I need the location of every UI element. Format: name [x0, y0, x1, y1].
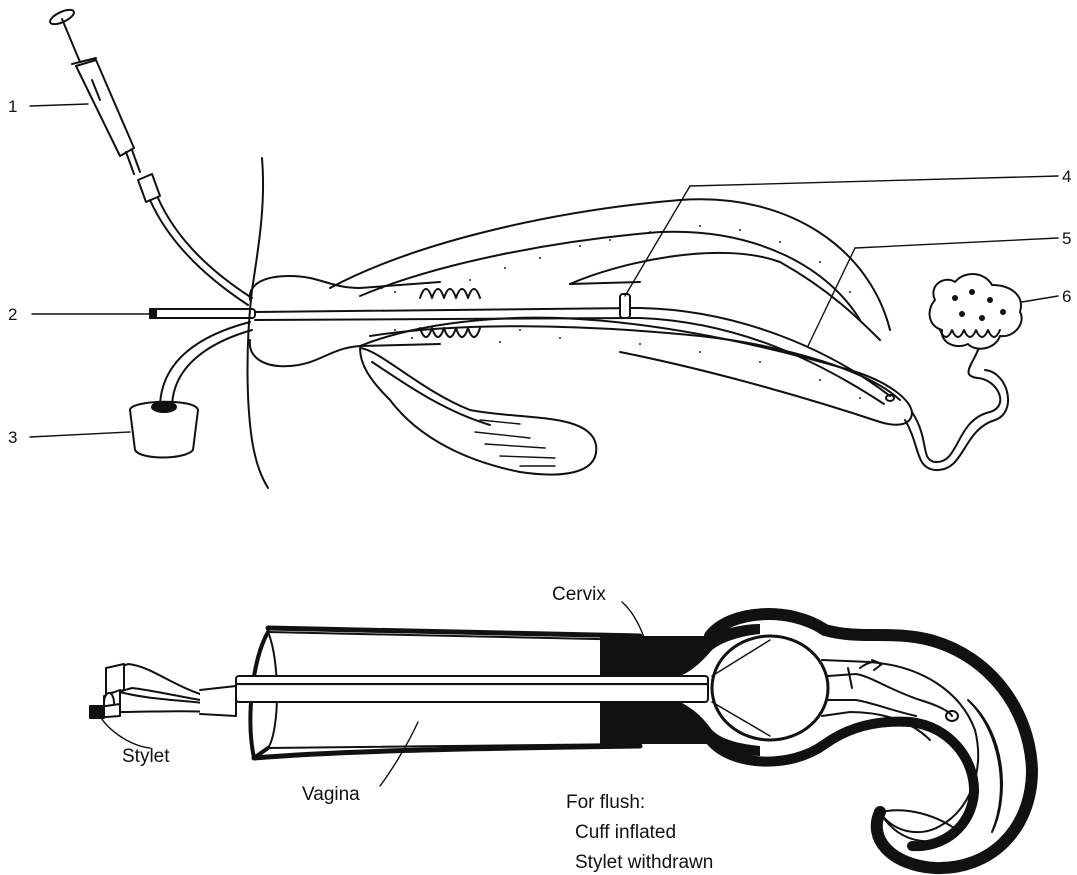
ovary: [905, 274, 1022, 470]
syringe: [48, 7, 252, 305]
label-5: 5: [1062, 229, 1071, 248]
body-wall-line: [248, 158, 269, 488]
bottom-figure: [90, 602, 1032, 868]
bladder: [360, 348, 596, 475]
label-6: 6: [1062, 287, 1071, 306]
label-1: 1: [8, 97, 17, 116]
stylet-label: Stylet: [122, 746, 170, 767]
flush-note-heading: For flush:: [566, 792, 645, 813]
catheter-connector: [90, 664, 248, 718]
cervix-outline: [250, 276, 480, 366]
inflated-cuff: [712, 636, 828, 740]
leader-lines: [30, 104, 1058, 437]
tissue-stipple: [369, 225, 861, 399]
top-figure-labels: 1 2 3 4 5 6: [8, 97, 1071, 447]
label-3: 3: [8, 428, 17, 447]
catheter-rod: [150, 309, 255, 318]
flush-note-line-2: Stylet withdrawn: [575, 852, 713, 873]
label-4: 4: [1062, 167, 1071, 186]
cervix-label: Cervix: [552, 584, 606, 605]
uterine-horn: [255, 199, 912, 424]
catheter-shaft: [236, 676, 708, 702]
top-figure: [30, 7, 1058, 488]
vagina-label: Vagina: [302, 784, 360, 805]
cuff-balloon: [130, 322, 252, 458]
flush-note-line-1: Cuff inflated: [575, 822, 676, 843]
label-2: 2: [8, 305, 17, 324]
